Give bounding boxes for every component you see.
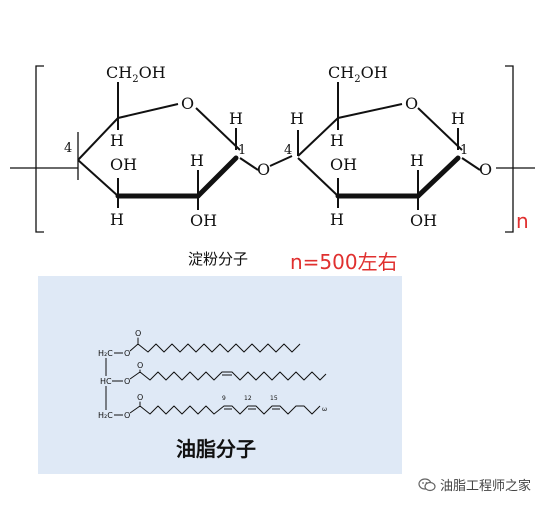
ch2oh-label-2: CH2OH — [328, 63, 388, 85]
fatty-acid-chain-3 — [129, 401, 321, 415]
lipid-caption: 油脂分子 — [176, 437, 256, 461]
left-bracket — [35, 65, 44, 233]
repeat-n-label: n — [516, 209, 529, 233]
ch2oh-label-1: CH2OH — [106, 63, 166, 85]
degree-note: n=500左右 — [290, 250, 398, 274]
h2c-top-label: H₂C — [98, 349, 113, 358]
right-bracket — [505, 65, 514, 233]
carbon-4-label-1: 4 — [64, 141, 72, 156]
oh-label-c2-1: OH — [190, 211, 217, 230]
h-label-c4-1: H — [110, 210, 124, 229]
carbonyl-o-3: O — [137, 393, 143, 402]
watermark: 油脂工程师之家 — [418, 475, 531, 494]
wechat-icon — [418, 477, 436, 491]
hc-mid-label: HC — [100, 377, 112, 386]
ester-o-3: O — [124, 411, 130, 420]
lipid-panel: H₂C HC H₂C O O O O O O 9 12 15 ω — [38, 276, 402, 474]
glycosidic-oxygen: O — [257, 160, 270, 179]
h-label-c2-2: H — [410, 151, 424, 170]
h-label-c1-2: H — [451, 109, 465, 128]
h-label-c4-top-2: H — [290, 109, 304, 128]
ring-oxygen-2: O — [405, 94, 418, 113]
position-12-label: 12 — [244, 395, 252, 402]
ring-oxygen-1: O — [181, 94, 194, 113]
omega-label: ω — [322, 406, 327, 413]
carbon-1-label-1: 1 — [238, 143, 246, 158]
glycosidic-bond — [269, 155, 293, 167]
h2c-bot-label: H₂C — [98, 411, 113, 420]
carbonyl-o-2: O — [137, 361, 143, 370]
oh-label-c2-2: OH — [410, 211, 437, 230]
carbon-1-label-2: 1 — [460, 143, 468, 158]
position-15-label: 15 — [270, 395, 278, 402]
oh-label-c3-1: OH — [110, 155, 137, 174]
carbon-4-label-2: 4 — [284, 143, 292, 158]
h-label-c1-1: H — [229, 109, 243, 128]
starch-caption: 淀粉分子 — [188, 250, 248, 268]
ester-o-2: O — [124, 377, 130, 386]
triglyceride-structure: H₂C HC H₂C O O O O O O 9 12 15 ω — [98, 329, 327, 420]
h-label-c5-2: H — [330, 131, 344, 150]
fatty-acid-chain-1 — [129, 337, 301, 353]
carbonyl-o-1: O — [135, 329, 141, 338]
terminal-oxygen: O — [479, 160, 492, 179]
fatty-acid-chain-2 — [129, 369, 327, 381]
h-label-c5-1: H — [110, 131, 124, 150]
h-label-c2-1: H — [190, 151, 204, 170]
glucose-ring-2 — [297, 82, 481, 210]
position-9-label: 9 — [222, 395, 226, 402]
h-label-c4-2: H — [330, 210, 344, 229]
glucose-ring-1 — [77, 82, 259, 210]
watermark-text: 油脂工程师之家 — [440, 479, 532, 494]
ester-o-1: O — [124, 349, 130, 358]
oh-label-c3-2: OH — [330, 155, 357, 174]
